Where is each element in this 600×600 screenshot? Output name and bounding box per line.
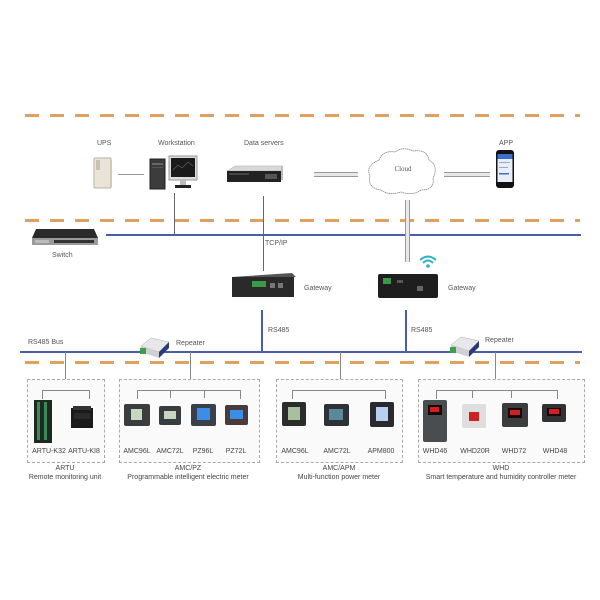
workstation-label: Workstation <box>158 140 195 147</box>
layer-divider-middle <box>25 219 580 222</box>
amc96l-device[interactable] <box>124 404 150 426</box>
amcpz-branch <box>137 390 241 399</box>
device-label: WHD48 <box>542 448 568 455</box>
repeater-left-label: Repeater <box>176 340 205 347</box>
bus-drop-artu <box>65 352 66 390</box>
tcpip-label: TCP/IP <box>265 240 288 247</box>
device-label: WHD72 <box>501 448 527 455</box>
amcpz-branch-2 <box>170 390 171 398</box>
layer-divider-bottom <box>25 361 580 364</box>
switch-icon[interactable] <box>30 228 100 248</box>
gateway-right-label: Gateway <box>448 285 476 292</box>
app-label: APP <box>499 140 514 147</box>
wifi-icon <box>418 254 438 270</box>
cloud-gateway-arrow <box>405 200 410 262</box>
group-title: WHD <box>492 465 510 472</box>
amc96l-device[interactable] <box>282 402 306 426</box>
repeater-right-icon[interactable] <box>447 335 481 359</box>
device-label: PZ96L <box>192 448 214 455</box>
whd48-device[interactable] <box>542 404 566 422</box>
group-title: AMC/APM <box>322 465 356 472</box>
artu-branch <box>42 390 90 399</box>
amc72l-device[interactable] <box>159 406 181 425</box>
repeater-left-icon[interactable] <box>137 336 171 360</box>
pz96l-device[interactable] <box>191 404 216 426</box>
server-link-line <box>263 196 264 271</box>
gateway-icon[interactable] <box>228 271 298 299</box>
artu-k32-device[interactable] <box>34 400 52 443</box>
ups-link-line <box>118 174 144 175</box>
server-cloud-arrow <box>314 172 358 177</box>
bus-drop-amcapm <box>340 352 341 390</box>
whd-branch <box>436 390 558 399</box>
smartphone-icon[interactable] <box>495 149 515 189</box>
device-label: AMC96L <box>123 448 151 455</box>
device-label: AMC96L <box>281 448 309 455</box>
device-label: ARTU-K32 <box>32 448 66 455</box>
data-servers-label: Data servers <box>244 140 284 147</box>
group-title: ARTU <box>55 465 75 472</box>
rs485-left-label: RS485 <box>268 327 290 334</box>
whd-branch-3 <box>511 390 512 398</box>
workstation-icon[interactable] <box>148 155 200 191</box>
rs485-right-label: RS485 <box>411 327 433 334</box>
device-label: ARTU-KI8 <box>68 448 100 455</box>
cloud-icon[interactable] <box>365 146 439 196</box>
ups-icon[interactable] <box>93 157 113 189</box>
bus-drop-amcpz <box>190 352 191 390</box>
tcpip-network-line <box>106 234 581 236</box>
artu-ki8-device[interactable] <box>70 405 94 429</box>
device-label: AMC72L <box>323 448 351 455</box>
device-label: WHD20R <box>460 448 490 455</box>
cloud-app-arrow <box>444 172 490 177</box>
group-subtitle: Programmable intelligent electric meter <box>127 474 249 481</box>
workstation-link-line <box>174 193 175 236</box>
gateway-left-label: Gateway <box>304 285 332 292</box>
device-label: AMC72L <box>156 448 184 455</box>
device-label: PZ72L <box>225 448 247 455</box>
amcapm-branch <box>292 390 386 399</box>
amcpz-branch-3 <box>204 390 205 398</box>
ups-label: UPS <box>97 140 112 147</box>
rs485-left-line <box>261 310 263 352</box>
cloud-label: Cloud <box>394 165 412 173</box>
group-title: AMC/PZ <box>174 465 202 472</box>
rs485-bus-line <box>20 351 582 353</box>
rs485-right-line <box>405 310 407 352</box>
pz72l-device[interactable] <box>225 405 248 425</box>
group-subtitle: Smart temperature and humidity controlle… <box>425 474 577 481</box>
amc72l-device[interactable] <box>324 404 349 426</box>
layer-divider-top <box>25 114 580 117</box>
group-subtitle: Multi-function power meter <box>297 474 381 481</box>
repeater-right-label: Repeater <box>485 337 514 344</box>
server-icon[interactable] <box>225 165 285 185</box>
whd72-device[interactable] <box>502 403 528 427</box>
bus-drop-whd <box>495 352 496 390</box>
whd20r-device[interactable] <box>462 404 486 428</box>
whd-branch-2 <box>472 390 473 398</box>
device-label: WHD46 <box>422 448 448 455</box>
group-subtitle: Remote monitoring unit <box>28 474 102 481</box>
wireless-gateway-icon[interactable] <box>377 272 439 300</box>
apm800-device[interactable] <box>370 402 394 427</box>
rs485-bus-label: RS485 Bus <box>28 339 64 346</box>
switch-label: Switch <box>52 252 73 259</box>
device-label: APM800 <box>367 448 395 455</box>
whd46-device[interactable] <box>423 400 447 442</box>
